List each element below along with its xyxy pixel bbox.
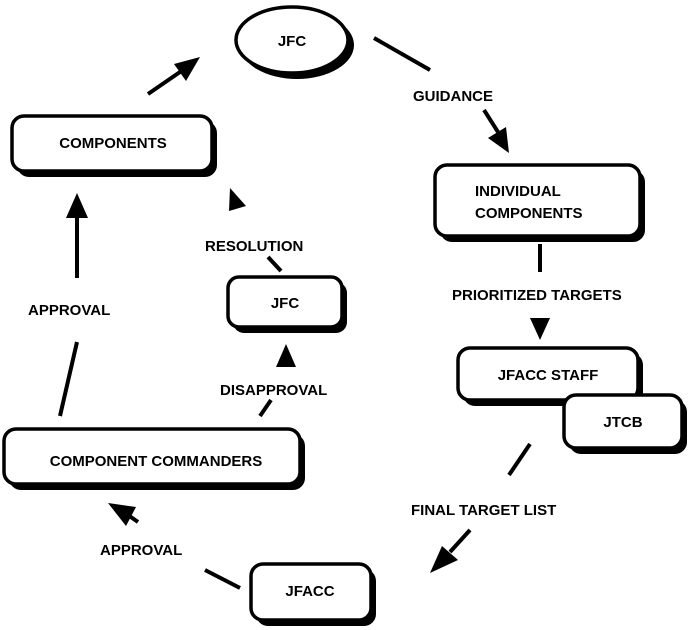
node-jfacc-label: JFACC xyxy=(285,583,334,600)
label-final-target-list: FINAL TARGET LIST xyxy=(411,502,556,519)
node-individual-components-line2: COMPONENTS xyxy=(475,205,583,222)
arrow-components-to-jfc xyxy=(146,57,200,96)
node-jfc-top: JFC xyxy=(234,5,354,79)
arrow-guidance-to-individual-components xyxy=(482,108,509,153)
label-prioritized-targets: PRIORITIZED TARGETS xyxy=(452,287,622,304)
arrow-final-to-jfacc xyxy=(430,528,472,573)
label-resolution: RESOLUTION xyxy=(205,238,303,255)
node-individual-components-line1: INDIVIDUAL xyxy=(475,183,561,200)
node-components: COMPONENTS xyxy=(10,114,217,177)
label-approval-bottom: APPROVAL xyxy=(100,542,182,559)
connector-commanders-disapproval xyxy=(258,398,273,418)
node-jfacc: JFACC xyxy=(249,562,376,626)
node-jtcb-label: JTCB xyxy=(603,414,642,431)
node-component-commanders: COMPONENT COMMANDERS xyxy=(2,427,305,490)
connector-jfacc-approval xyxy=(204,568,241,590)
connector-jfc-resolution xyxy=(266,255,283,273)
node-jtcb: JTCB xyxy=(562,393,687,454)
label-approval-left: APPROVAL xyxy=(28,302,110,319)
node-jfc-mid: JFC xyxy=(226,275,347,333)
connector-commanders-approval-left xyxy=(58,341,79,417)
node-component-commanders-label: COMPONENT COMMANDERS xyxy=(50,453,263,470)
arrow-prioritized-to-jfacc-staff xyxy=(530,318,550,340)
arrow-approval-to-components xyxy=(66,193,88,278)
connector-jfc-guidance xyxy=(373,36,431,72)
node-jfacc-staff: JFACC STAFF xyxy=(456,346,643,406)
arrow-approval-to-component-commanders xyxy=(108,503,140,526)
label-disapproval: DISAPPROVAL xyxy=(220,382,327,399)
node-jfacc-staff-label: JFACC STAFF xyxy=(498,367,599,384)
node-individual-components: INDIVIDUAL COMPONENTS xyxy=(433,163,645,242)
node-jfc-top-label: JFC xyxy=(278,33,307,50)
node-components-label: COMPONENTS xyxy=(59,135,167,152)
node-jfc-mid-label: JFC xyxy=(271,295,300,312)
arrow-resolution-to-components xyxy=(229,188,246,211)
connector-jtcb-final xyxy=(507,442,532,477)
label-guidance: GUIDANCE xyxy=(413,88,493,105)
arrow-disapproval-to-jfc-mid xyxy=(276,344,296,367)
